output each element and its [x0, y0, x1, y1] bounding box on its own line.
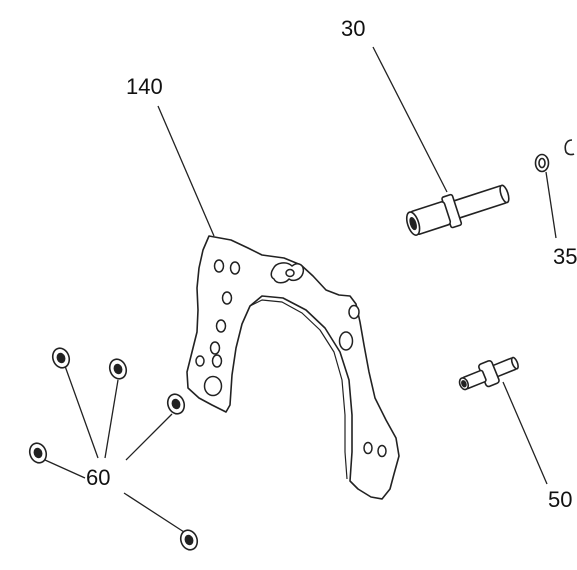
- plate-hole-large: [203, 375, 223, 397]
- pin-part-50: [458, 356, 519, 391]
- leader-line-60-e: [123, 492, 185, 533]
- callout-30: 30: [341, 16, 366, 41]
- plate-hole: [211, 354, 223, 368]
- leader-lines: [44, 46, 557, 533]
- pin-end-hole: [461, 380, 467, 388]
- plate-hole: [363, 441, 373, 455]
- leader-line-30: [372, 46, 448, 193]
- plate-hole: [215, 319, 227, 333]
- plate-hole: [209, 341, 221, 355]
- leader-line-50: [502, 381, 548, 485]
- shaft-end: [499, 184, 510, 204]
- plate-outline: [186, 235, 400, 500]
- seal-ring-hole: [538, 157, 546, 169]
- callout-50: 50: [548, 487, 573, 512]
- leader-line-140: [157, 105, 215, 237]
- shaft-part-30: [405, 184, 510, 236]
- plate-hole: [213, 259, 225, 273]
- leader-line-60-d: [44, 459, 86, 479]
- plate-inner-edge: [249, 299, 348, 480]
- plate-hole-large: [338, 331, 354, 351]
- plate-hole: [229, 261, 241, 275]
- washer: [179, 529, 199, 551]
- leader-line-60-c: [125, 413, 173, 461]
- callout-140: 140: [126, 74, 163, 99]
- plate-keyhole-inner: [285, 268, 295, 278]
- leader-line-60-a: [64, 365, 99, 459]
- plate-hole: [348, 304, 360, 320]
- plate-hole: [195, 355, 205, 367]
- callout-60: 60: [86, 465, 111, 490]
- callout-35: 35: [553, 244, 577, 269]
- leader-line-60-b: [104, 379, 119, 459]
- plate-hole: [377, 444, 387, 458]
- washer: [108, 358, 128, 380]
- seal-part-35: [534, 139, 575, 173]
- leader-line-35: [545, 171, 557, 239]
- plate-part-140: [186, 235, 400, 500]
- washer: [51, 347, 71, 369]
- washer: [166, 393, 186, 415]
- plate-holes: [195, 259, 387, 458]
- washers-part-60: [28, 347, 199, 551]
- shaft-body: [451, 185, 508, 219]
- seal-ring-partial: [564, 139, 575, 156]
- pin-tip-end: [510, 356, 519, 370]
- plate-hole: [221, 291, 233, 305]
- washer: [28, 442, 48, 464]
- shaft-bore: [409, 217, 417, 231]
